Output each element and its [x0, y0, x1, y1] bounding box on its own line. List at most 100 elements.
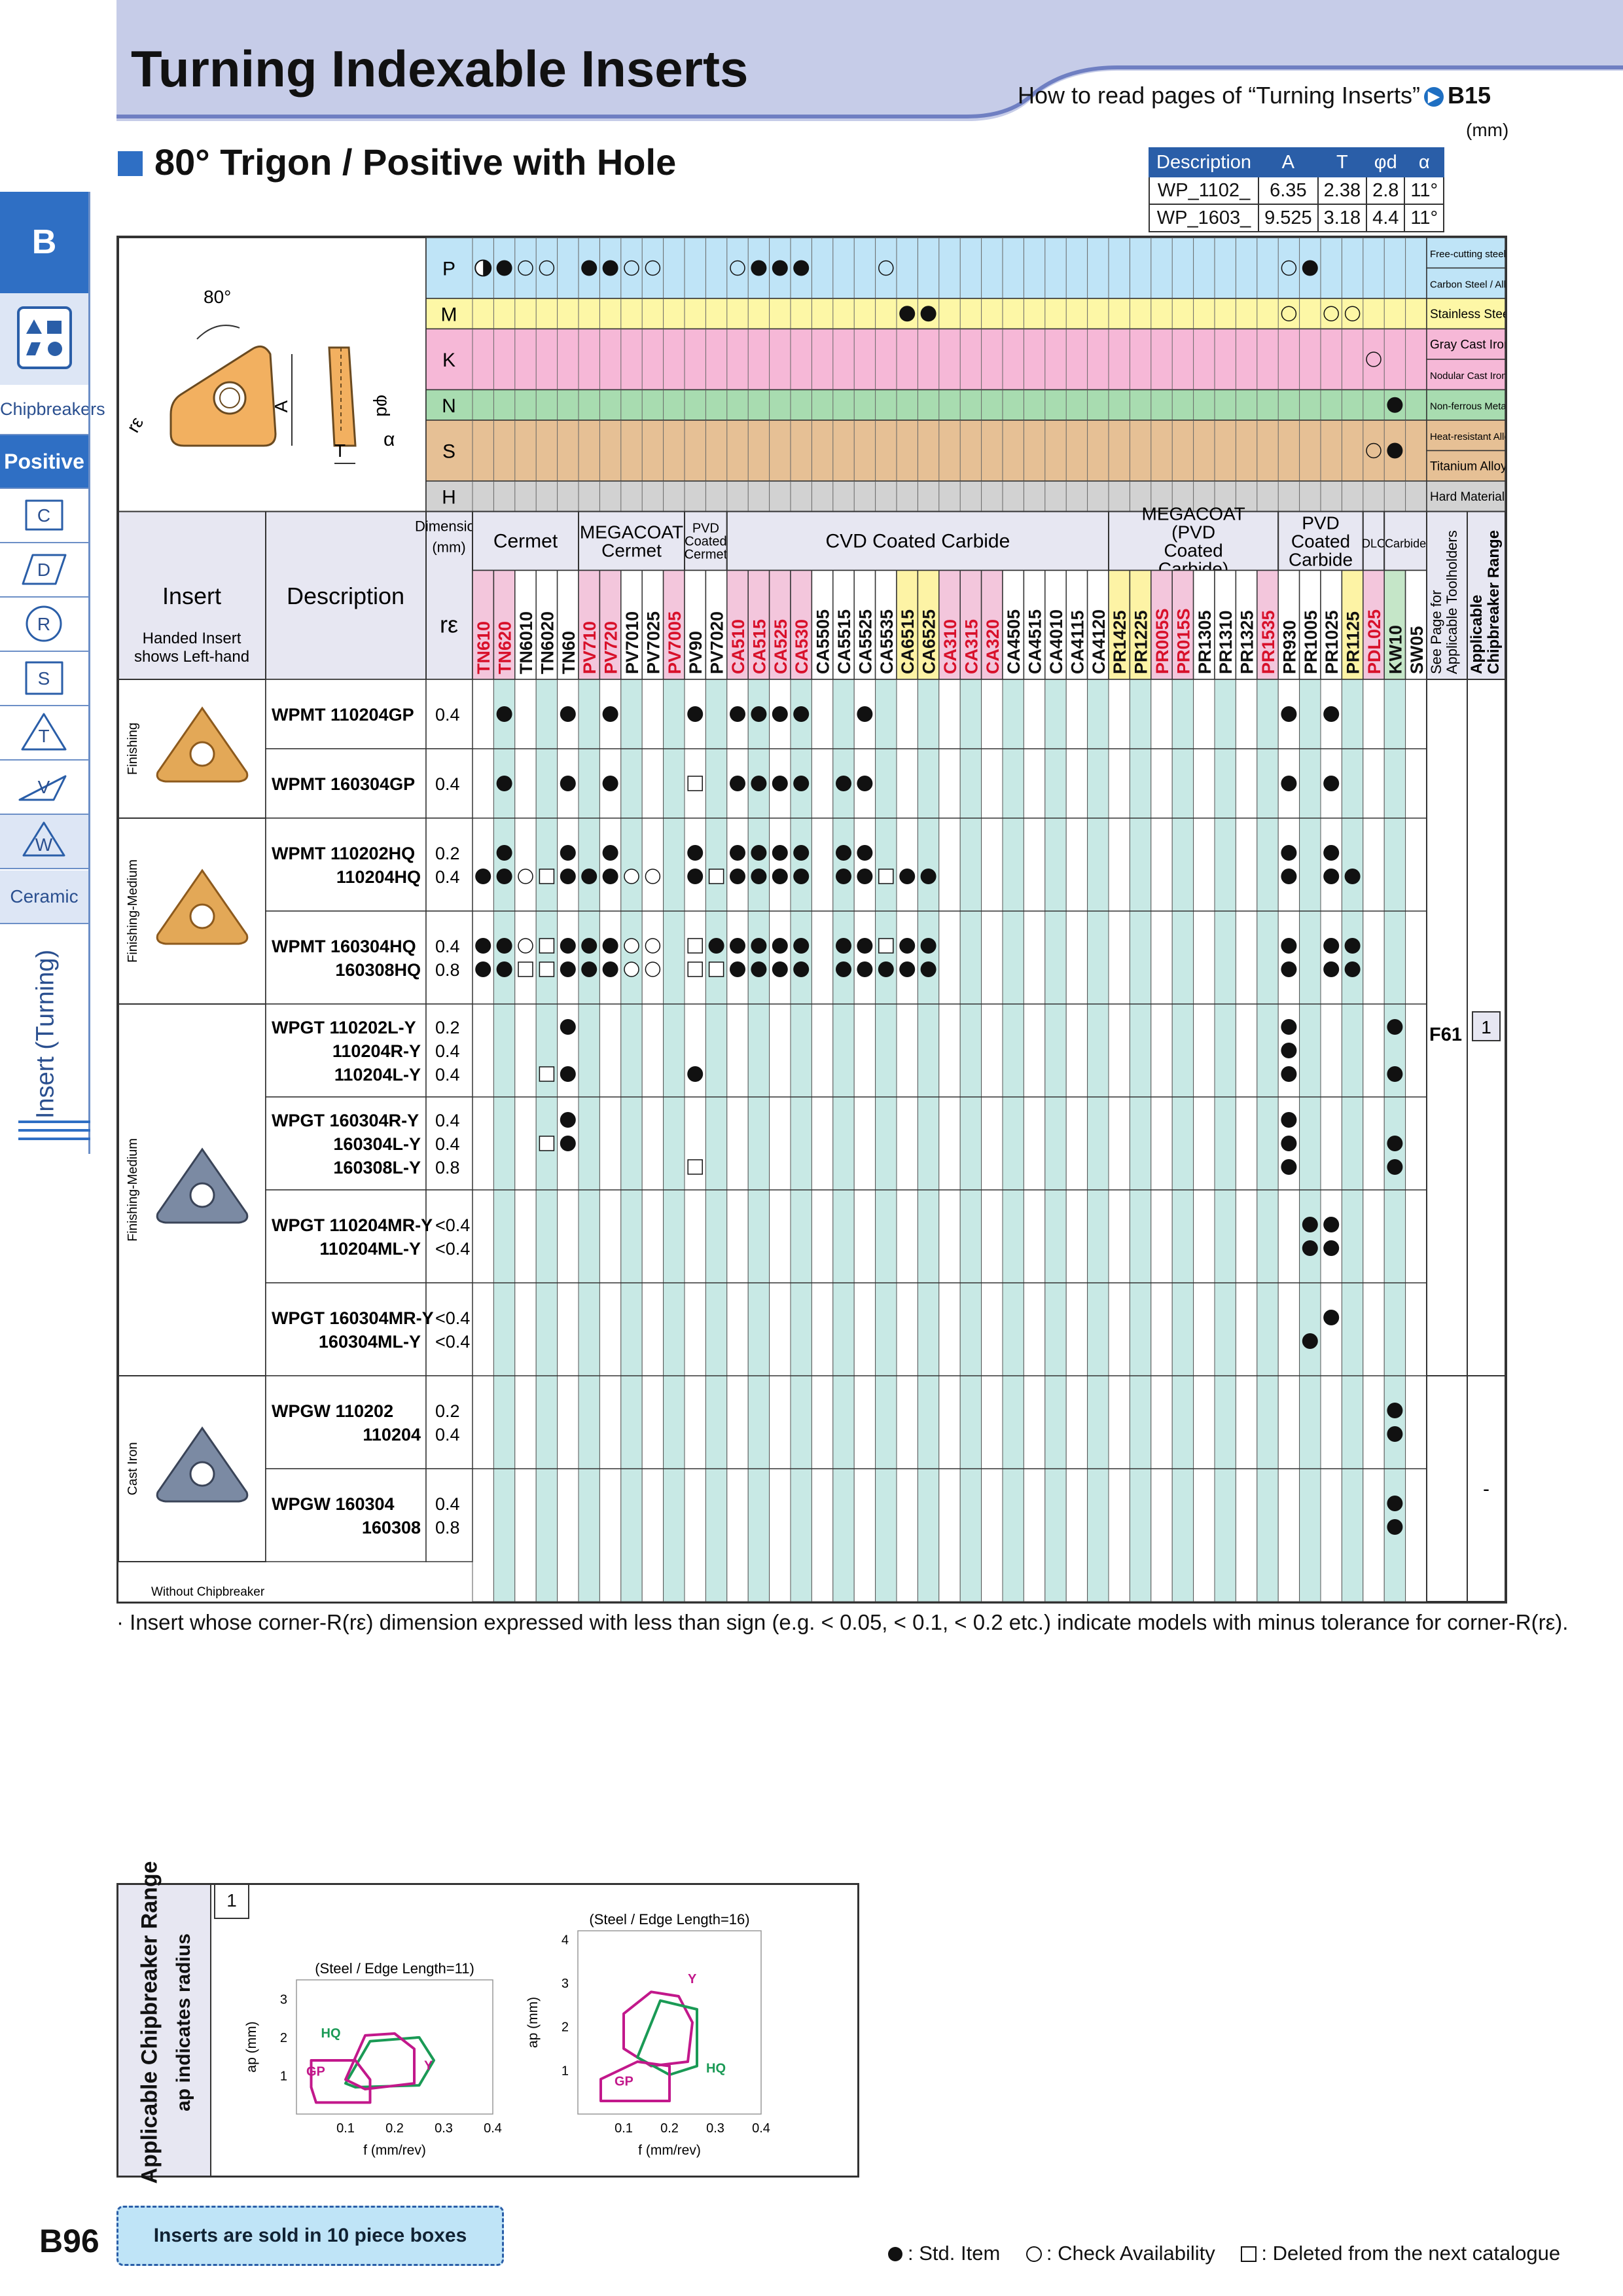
product-code: WPGT 160304MR-Y	[272, 1308, 434, 1328]
sidebar-chip-icon-tile[interactable]	[0, 293, 88, 385]
y-tick: 4	[562, 1933, 569, 1947]
chip-region-label: Y	[688, 1972, 697, 1986]
std-item-mark	[751, 776, 767, 791]
std-item-mark	[772, 938, 788, 954]
corner-radius: 0.4	[435, 937, 460, 956]
y-axis-label: ap (mm)	[244, 2021, 259, 2072]
sidebar-shape-c[interactable]: C	[0, 489, 88, 543]
material-mark	[730, 260, 745, 276]
std-item-mark	[1323, 869, 1340, 884]
dims-cell: 11°	[1404, 176, 1445, 205]
material-mark	[496, 260, 512, 276]
std-item-mark	[496, 869, 512, 884]
grade-name: PR1535	[1258, 610, 1278, 674]
sidebar-shape-w[interactable]: W	[0, 815, 88, 869]
std-item-mark	[751, 961, 767, 977]
page-header	[116, 0, 1623, 121]
sidebar-rule	[18, 1138, 90, 1140]
product-code: WPMT 110204GP	[272, 705, 414, 725]
std-item-mark	[1323, 1240, 1340, 1256]
grade-name: PDL025	[1364, 609, 1384, 674]
material-code: M	[441, 304, 457, 325]
grade-name: PR1305	[1195, 610, 1215, 674]
std-item-icon	[888, 2247, 902, 2261]
std-item-mark	[772, 845, 788, 861]
sidebar-shape-r[interactable]: R	[0, 598, 88, 652]
grade-name: CA315	[961, 619, 981, 674]
arrow-right-icon: ▶	[1423, 87, 1444, 107]
sidebar-shape-d[interactable]: D	[0, 543, 88, 598]
see-page-value[interactable]: F61	[1429, 1024, 1462, 1045]
howto-ref: B15	[1447, 82, 1491, 109]
std-item-mark	[475, 961, 491, 977]
product-code: WPMT 160304HQ	[272, 937, 416, 956]
insert-header: Insert	[162, 583, 221, 609]
deleted-mark	[539, 1066, 555, 1082]
std-item-mark	[496, 706, 512, 722]
chip-region-hq	[344, 2036, 435, 2089]
dims-cell: 2.38	[1317, 176, 1368, 205]
sidebar-letter[interactable]: B	[0, 192, 88, 293]
corner-radius: 0.4	[435, 1134, 460, 1154]
grade-name: CA510	[728, 619, 748, 674]
std-item-mark	[1323, 1217, 1340, 1232]
grade-group-label: DLC	[1362, 537, 1385, 550]
std-item-mark	[496, 845, 512, 861]
std-item-mark	[602, 961, 618, 977]
deleted-mark	[687, 961, 703, 977]
chipbreaker-range-side: Applicable Chipbreaker Range ap indicate…	[118, 1861, 211, 2184]
std-item-mark	[751, 706, 767, 722]
material-label: Free-cutting steel	[1430, 249, 1505, 260]
diagram-angle-label: 80°	[204, 287, 231, 307]
material-mark	[1302, 260, 1318, 276]
grade-group-label: Carbide	[1289, 549, 1353, 569]
chip-region-label: GP	[306, 2064, 325, 2079]
see-page-value: -	[1483, 1479, 1489, 1500]
description-header: Description	[287, 583, 404, 609]
x-tick: 0.4	[752, 2121, 770, 2136]
deleted-mark	[708, 961, 724, 977]
product-code: WPGW 110202	[272, 1401, 393, 1421]
grade-name: PV7010	[622, 611, 642, 674]
grade-name: PR930	[1279, 620, 1299, 674]
product-code: 110204L-Y	[334, 1065, 421, 1085]
sidebar-shape-v[interactable]: V	[0, 761, 88, 815]
deleted-mark	[539, 869, 555, 884]
sidebar-chipbreakers[interactable]: Chipbreakers	[0, 385, 105, 435]
std-item-mark	[920, 869, 936, 884]
sidebar-shape-t[interactable]: T	[0, 706, 88, 761]
howto-link[interactable]: How to read pages of “Turning Inserts”▶B…	[1018, 82, 1491, 109]
grade-name: CA5535	[877, 609, 897, 674]
std-item-mark	[1281, 961, 1297, 977]
product-code: WPGT 110204MR-Y	[272, 1215, 433, 1235]
section-label: Finishing-Medium	[126, 1138, 140, 1242]
grade-group-label: PVD	[1302, 512, 1340, 533]
sidebar-ceramic[interactable]: Ceramic	[0, 870, 88, 924]
svg-text:D: D	[37, 560, 50, 580]
chip-ref-value: 1	[1481, 1017, 1491, 1037]
sidebar-positive[interactable]: Positive	[0, 435, 88, 489]
material-mark	[899, 306, 916, 322]
product-code: 160308HQ	[335, 960, 421, 980]
chip-ref-box[interactable]	[1472, 1011, 1501, 1041]
sidebar-shape-s[interactable]: S	[0, 652, 88, 706]
svg-text:V: V	[38, 777, 50, 797]
std-item-mark	[496, 776, 512, 791]
chip-region-label: HQ	[321, 2026, 341, 2041]
dims-header-cell: α	[1404, 147, 1445, 177]
std-item-mark	[730, 869, 745, 884]
